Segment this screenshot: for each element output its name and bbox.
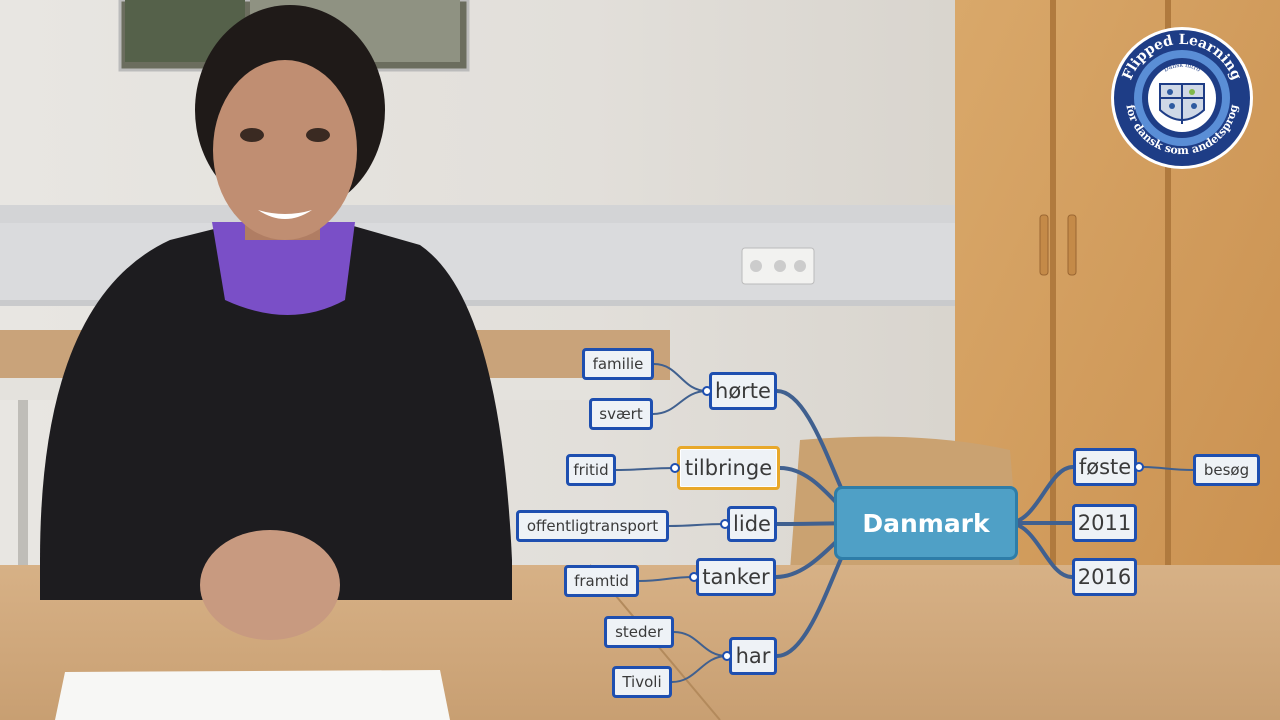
mind-map-leaf-node[interactable]: Tivoli [612, 666, 672, 698]
connector-line [638, 576, 695, 582]
mind-map-branch-node[interactable]: hørte [709, 372, 777, 410]
mind-map-branch-node[interactable]: tilbringe [677, 446, 780, 490]
collapse-dot-icon[interactable] [670, 463, 680, 473]
mind-map-leaf-node[interactable]: steder [604, 616, 674, 648]
connector-line [615, 467, 676, 471]
connector-line [652, 390, 708, 415]
mind-map-leaf-node[interactable]: besøg [1193, 454, 1260, 486]
connector-line [668, 523, 726, 527]
mind-map-branch-node[interactable]: tanker [696, 558, 776, 596]
mind-map-leaf-node[interactable]: svært [589, 398, 653, 430]
mind-map-branch-node[interactable]: føste [1073, 448, 1137, 486]
mind-map-leaf-node[interactable]: familie [582, 348, 654, 380]
mind-map-center-node[interactable]: Danmark [834, 486, 1018, 560]
connector-line [653, 363, 708, 392]
mind-map-branch-node[interactable]: 2011 [1072, 504, 1137, 542]
mind-map-leaf-node[interactable]: offentligtransport [516, 510, 669, 542]
connector-line [1138, 466, 1194, 471]
mind-map-branch-node[interactable]: har [729, 637, 777, 675]
collapse-dot-icon[interactable] [1134, 462, 1144, 472]
connector-line [671, 655, 728, 683]
collapse-dot-icon[interactable] [689, 572, 699, 582]
collapse-dot-icon[interactable] [702, 386, 712, 396]
connector-line [673, 631, 728, 657]
mind-map-leaf-node[interactable]: framtid [564, 565, 639, 597]
collapse-dot-icon[interactable] [722, 651, 732, 661]
flipped-learning-logo: Flipped Learning for dansk som andetspro… [1111, 27, 1253, 169]
mind-map-branch-node[interactable]: lide [727, 506, 777, 542]
mind-map-leaf-node[interactable]: fritid [566, 454, 616, 486]
mind-map-branch-node[interactable]: 2016 [1072, 558, 1137, 596]
collapse-dot-icon[interactable] [720, 519, 730, 529]
